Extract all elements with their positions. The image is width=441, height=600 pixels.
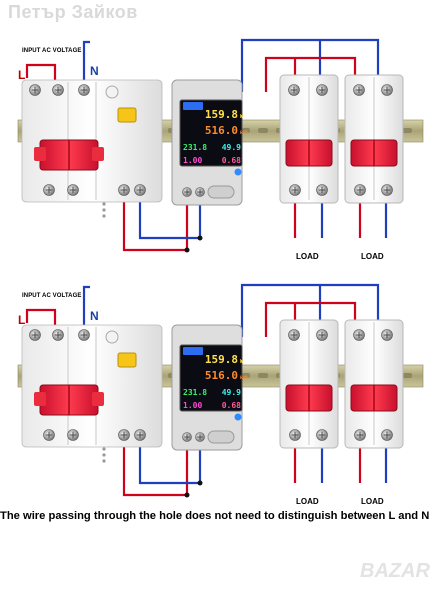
input-line-wire <box>25 63 57 88</box>
meter-logo <box>183 347 203 355</box>
meter-button-icon <box>234 413 242 421</box>
meter-voltage-value: 231.8 <box>183 143 207 152</box>
input-ac-voltage-label: INPUT AC VOLTAGE <box>22 293 82 299</box>
load-label-2: LOAD <box>361 252 384 261</box>
rail-slot <box>258 373 268 378</box>
meter-frequency-value: 49.9 <box>222 388 241 397</box>
label-dot <box>102 459 106 463</box>
neutral-bus-wire <box>240 38 380 92</box>
label-dot <box>102 453 106 457</box>
handle-tab <box>92 147 104 161</box>
junction-dot <box>184 492 190 498</box>
meter-energy-value: 516.0 <box>205 124 238 137</box>
line-bus-wire <box>264 56 357 92</box>
meter-screen <box>179 344 243 412</box>
neutral-label: N <box>90 64 99 78</box>
input-neutral-wire <box>82 285 90 333</box>
breaker-1 <box>279 74 339 204</box>
load-label-1: LOAD <box>296 252 319 261</box>
rcbo-to-meter-line-wire <box>122 200 189 252</box>
rcbo-device <box>21 79 163 218</box>
breaker-2 <box>344 319 404 449</box>
caption: The wire passing through the hole does n… <box>0 510 430 522</box>
load-label-2: LOAD <box>361 497 384 506</box>
rcbo-device <box>21 324 163 463</box>
junction-dot <box>197 480 203 486</box>
meter-current-value: 1.00 <box>183 156 202 165</box>
rcbo-to-meter-neutral-wire <box>138 200 202 240</box>
junction-dot <box>197 235 203 241</box>
meter-voltage-value: 231.8 <box>183 388 207 397</box>
watermark-top: Петър Зайков <box>8 2 138 22</box>
breaker-1 <box>279 319 339 449</box>
neutral-label: N <box>90 309 99 323</box>
label-dot <box>102 214 106 218</box>
rcd-indicator <box>117 352 137 368</box>
breaker-2 <box>344 74 404 204</box>
meter-frequency-value: 49.9 <box>222 143 241 152</box>
input-ac-voltage-label: INPUT AC VOLTAGE <box>22 48 82 54</box>
meter-energy-unit: kWh <box>240 375 248 381</box>
rcbo-to-meter-line-wire <box>122 445 189 497</box>
junction-dot <box>184 247 190 253</box>
meter-screen <box>179 99 243 167</box>
rail-slot <box>402 128 412 133</box>
input-line-wire <box>25 308 57 333</box>
label-dot <box>102 208 106 212</box>
input-neutral-wire <box>82 40 90 88</box>
meter-current-value: 1.00 <box>183 401 202 410</box>
meter-power-value: 159.8 <box>205 108 238 121</box>
rcd-indicator <box>117 107 137 123</box>
watermark-bottom: BAZAR <box>360 560 430 582</box>
meter-power-unit: W <box>240 359 244 365</box>
handle-tab <box>34 392 46 406</box>
line-label: L <box>18 313 26 327</box>
load-label-1: LOAD <box>296 497 319 506</box>
label-dot <box>102 202 106 206</box>
label-dot <box>102 447 106 451</box>
meter-energy-unit: kWh <box>240 130 248 136</box>
meter-energy-value: 516.0 <box>205 369 238 382</box>
test-button-icon <box>105 330 119 344</box>
ct-hole <box>207 430 235 444</box>
meter-logo <box>183 102 203 110</box>
line-label: L <box>18 68 26 82</box>
ct-hole <box>207 185 235 199</box>
meter-powerfactor-value: 0.68 <box>222 401 241 410</box>
neutral-bus-wire <box>240 283 380 337</box>
rail-slot <box>402 373 412 378</box>
rcbo-to-meter-neutral-wire <box>138 445 202 485</box>
meter-button-icon <box>234 168 242 176</box>
handle-tab <box>92 392 104 406</box>
meter-power-unit: W <box>240 114 244 120</box>
test-button-icon <box>105 85 119 99</box>
rail-slot <box>258 128 268 133</box>
line-bus-wire <box>264 301 357 337</box>
handle-tab <box>34 147 46 161</box>
meter-power-value: 159.8 <box>205 353 238 366</box>
meter-powerfactor-value: 0.68 <box>222 156 241 165</box>
